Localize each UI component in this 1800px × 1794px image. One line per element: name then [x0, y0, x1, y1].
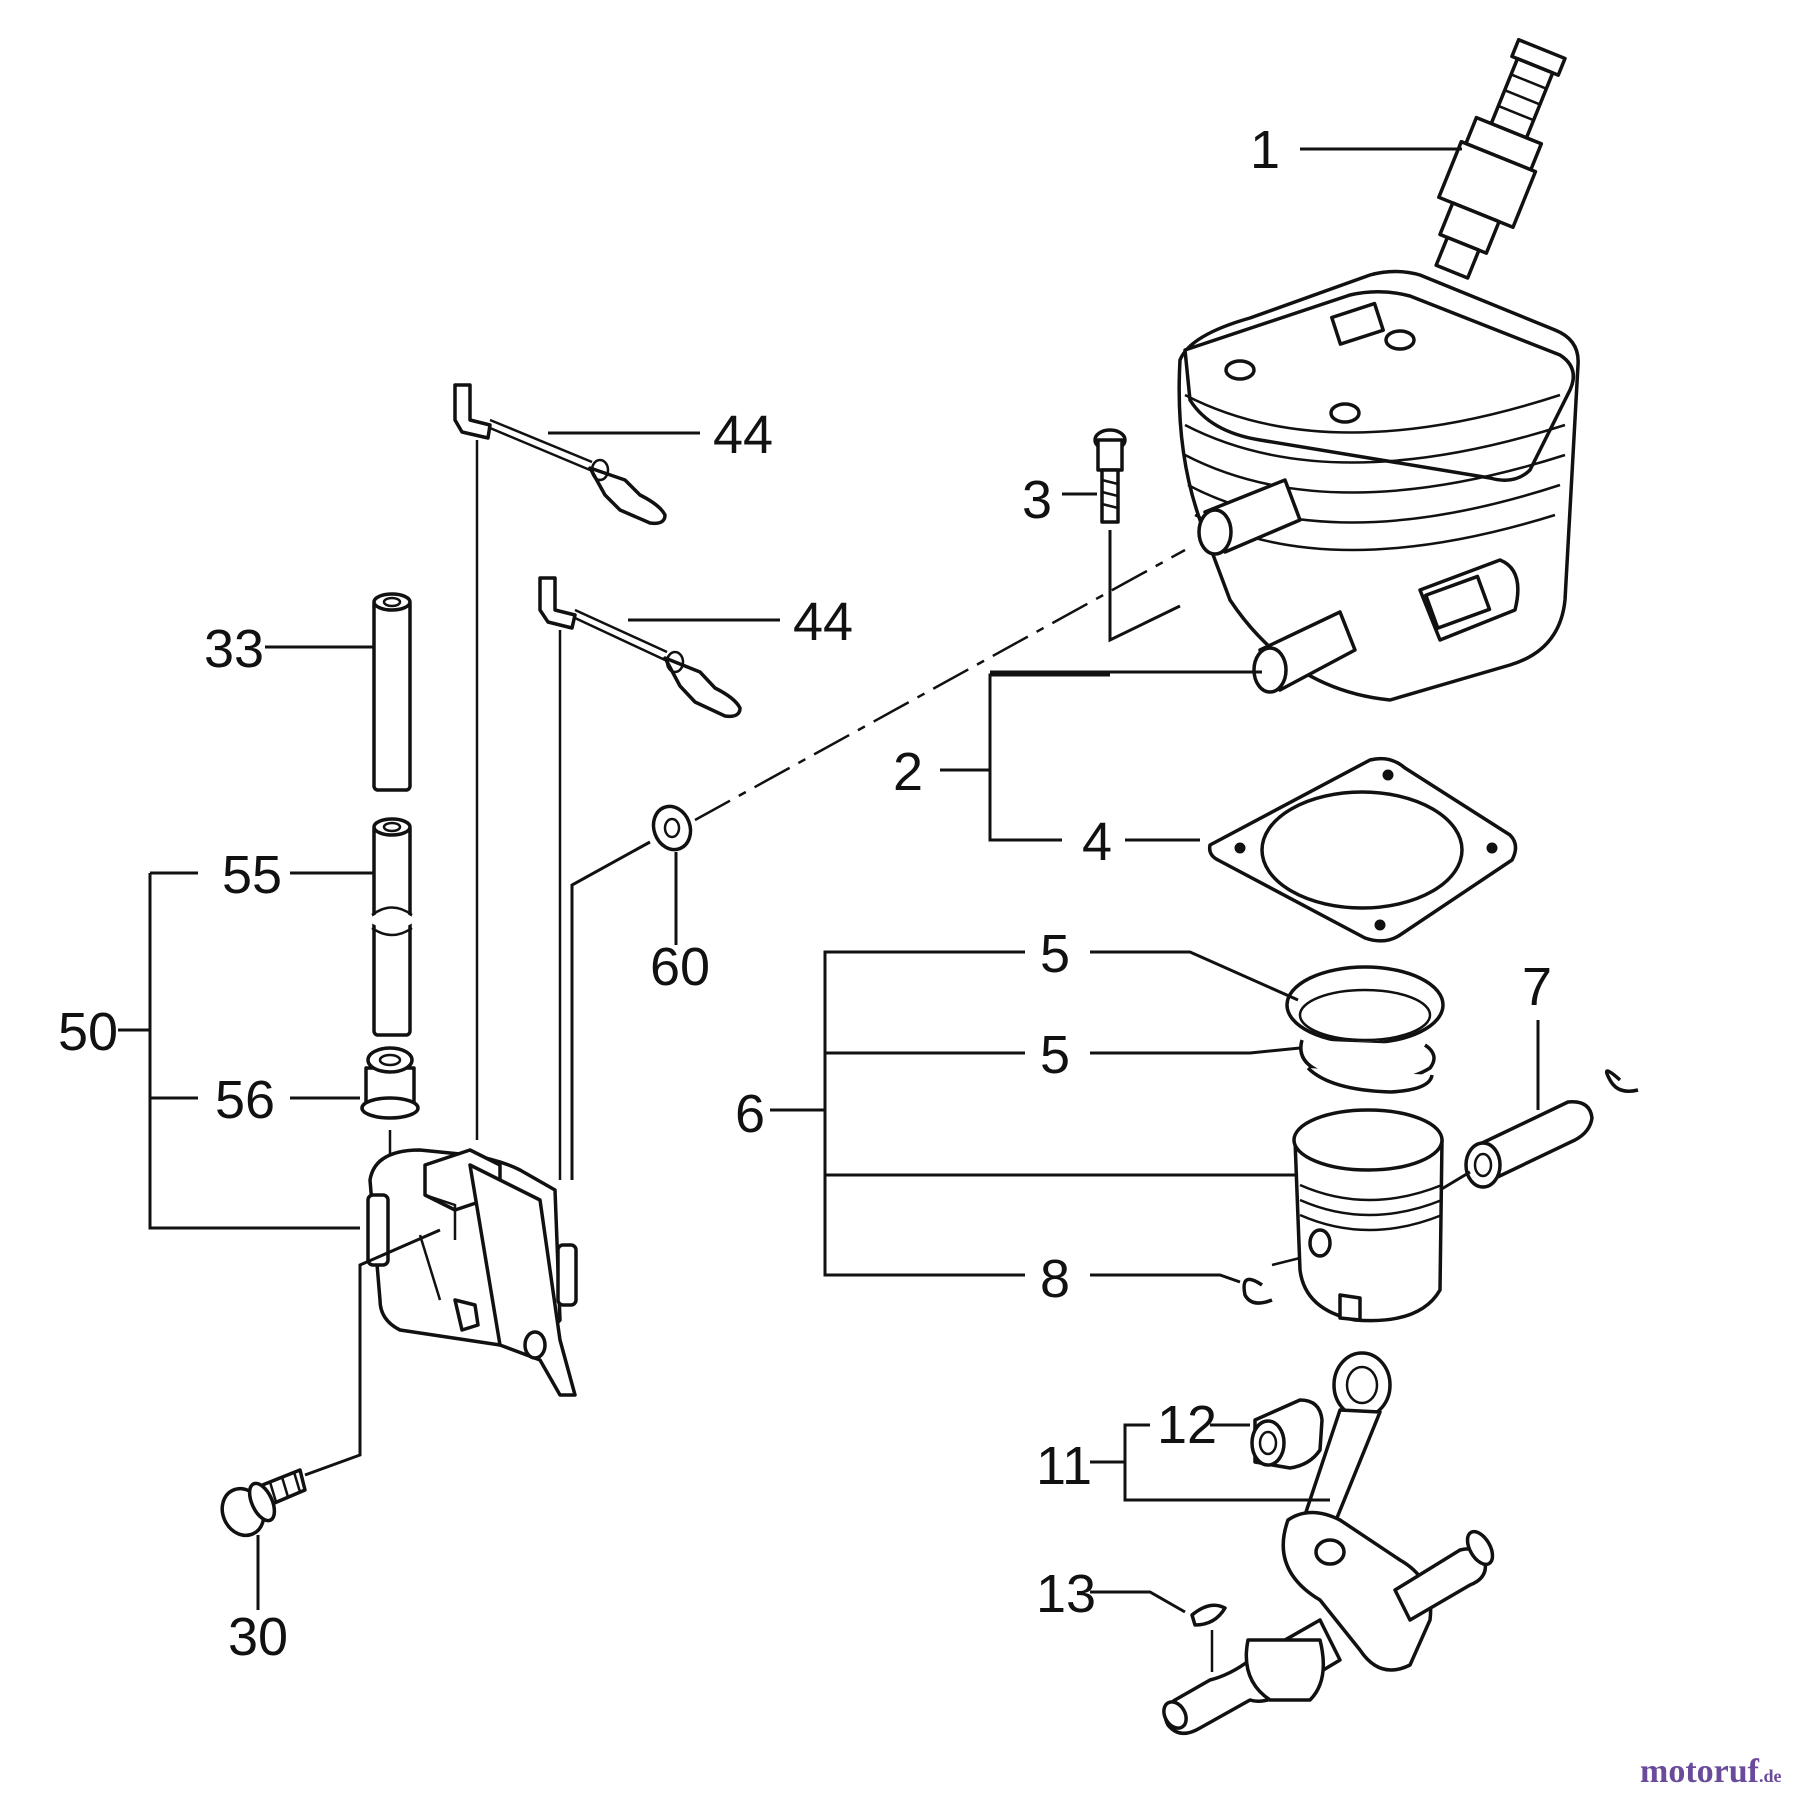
- callout-50: 50: [58, 1002, 118, 1062]
- washer: [651, 804, 693, 852]
- axis-line: [694, 548, 1186, 822]
- callout-56: 56: [215, 1070, 275, 1130]
- callout-44b: 44: [793, 592, 853, 652]
- leader-13: [1090, 1590, 1186, 1614]
- piston-rings: [1285, 965, 1445, 1094]
- wire-upper: [453, 383, 667, 526]
- spark-plug: [1434, 37, 1567, 280]
- bracket-2: [988, 673, 1110, 842]
- callout-7: 7: [1522, 957, 1552, 1017]
- callout-5b: 5: [1040, 1025, 1070, 1085]
- ignition-coil: [366, 1148, 578, 1397]
- watermark: motoruf.de: [1640, 1753, 1781, 1790]
- callout-60: 60: [650, 937, 710, 997]
- wire-lower: [538, 576, 742, 719]
- callout-55: 55: [222, 845, 282, 905]
- callout-11: 11: [1036, 1436, 1092, 1496]
- callout-2: 2: [893, 742, 923, 802]
- watermark-tld: .de: [1759, 1766, 1782, 1786]
- leader-8: [1090, 1273, 1241, 1284]
- leader-5b: [1090, 1046, 1301, 1055]
- bolt: [1093, 428, 1127, 524]
- callout-6: 6: [735, 1084, 765, 1144]
- leader-5a: [1090, 950, 1299, 1002]
- crankshaft: [1162, 1351, 1495, 1735]
- tube-upper: [372, 592, 412, 792]
- tube-lower: [368, 817, 416, 1037]
- callout-44a: 44: [713, 405, 773, 465]
- callout-30: 30: [228, 1607, 288, 1667]
- cylinder: [1177, 269, 1580, 702]
- woodruff-key: [1190, 1603, 1227, 1627]
- watermark-name: motoruf: [1640, 1753, 1760, 1790]
- callout-3: 3: [1022, 470, 1052, 530]
- callout-8: 8: [1040, 1249, 1070, 1309]
- piston-pin: [1464, 1069, 1639, 1189]
- cylinder-gasket: [1207, 756, 1518, 943]
- bracket-11-top: [1123, 1423, 1150, 1492]
- leader-7b: [1439, 1170, 1471, 1192]
- piston-circlip: [1242, 1256, 1301, 1305]
- callout-33: 33: [204, 619, 264, 679]
- coil-screw: [220, 1468, 307, 1538]
- callout-4: 4: [1082, 812, 1112, 872]
- leader-60-line: [570, 840, 651, 1180]
- bracket-6: [823, 950, 1025, 1277]
- grommet: [360, 1046, 420, 1120]
- callout-1: 1: [1250, 120, 1280, 180]
- callout-5a: 5: [1040, 924, 1070, 984]
- piston: [1292, 1108, 1444, 1323]
- bracket-11-bottom: [1123, 1462, 1330, 1502]
- needle-bearing: [1250, 1398, 1324, 1470]
- bracket-50: [148, 873, 360, 1230]
- callout-12: 12: [1157, 1395, 1217, 1455]
- leader-30-path: [304, 1228, 441, 1477]
- callout-13: 13: [1036, 1564, 1096, 1624]
- leader-3b: [1108, 530, 1181, 643]
